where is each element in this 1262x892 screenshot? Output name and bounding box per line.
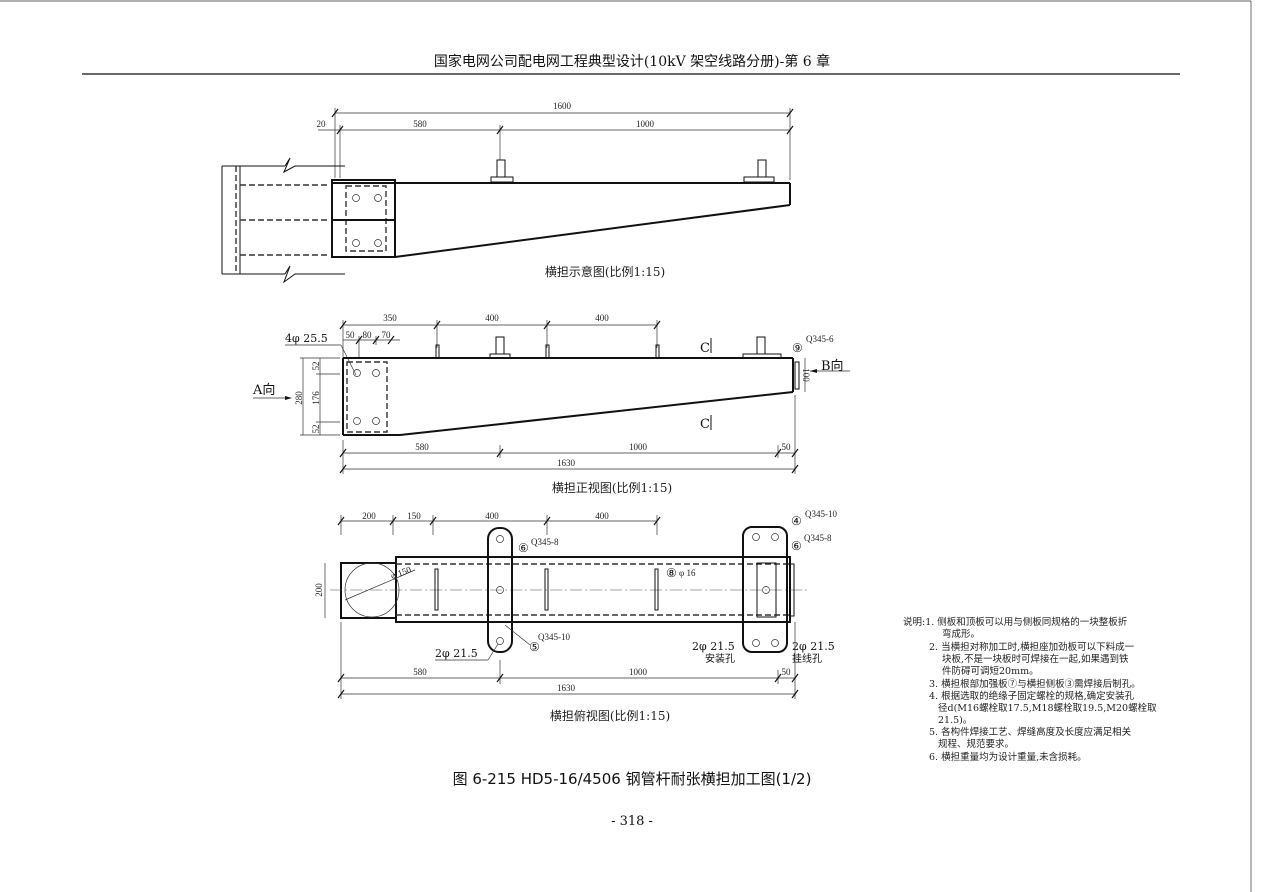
dim-80: 80	[363, 330, 373, 340]
note-line: 5. 各构件焊接工艺、焊缝高度及长度应满足相关	[929, 726, 1132, 738]
header-title: 国家电网公司配电网工程典型设计(10kV 架空线路分册)-第 6 章	[434, 53, 830, 70]
note-line: 21.5)。	[938, 715, 972, 726]
view1-schematic: 1600 20 580 1000 横担示意图(比例1:15)	[221, 101, 794, 284]
dim-400a: 400	[485, 313, 499, 323]
dim-1630: 1630	[557, 458, 576, 468]
dim-100: 100	[801, 368, 811, 382]
view2-caption: 横担正视图(比例1:15)	[552, 480, 672, 495]
part-6-left: ⑥	[518, 541, 529, 555]
part-5-spec: Q345-10	[538, 632, 570, 642]
dim-1630: 1630	[557, 683, 576, 693]
direction-a: A向	[252, 382, 275, 398]
dim-20: 20	[317, 119, 327, 129]
holes-hang: 2φ 21.5	[792, 640, 835, 653]
dim-1000: 1000	[629, 442, 648, 452]
dim-50: 50	[346, 330, 356, 340]
note-line: 弯成形。	[942, 628, 980, 640]
note-line: 2. 当横担对称加工时,横担座加劲板可以下料成一	[929, 641, 1135, 653]
dim-580: 580	[413, 667, 427, 677]
dim-70: 70	[382, 330, 392, 340]
notes: 说明:1. 侧板和顶板可以用与侧板同规格的一块整板折 弯成形。 2. 当横担对称…	[903, 616, 1157, 763]
note-line: 件防碍可调短20mm。	[942, 665, 1039, 677]
dim-580: 580	[415, 442, 429, 452]
view3-top: 200 150 400 400 φ 150 ⑧ φ 16 200 ⑥ Q345-…	[314, 509, 837, 723]
part-4-spec: Q345-10	[805, 509, 837, 519]
dim-280: 280	[294, 391, 304, 405]
dim-150: 150	[407, 511, 421, 521]
note-line: 3. 横担根部加强板⑦与横担侧板③需焊接后制孔。	[929, 678, 1141, 690]
dim-50: 50	[782, 667, 792, 677]
note-line: 6. 横担重量均为设计重量,未含损耗。	[929, 751, 1087, 763]
dim-200: 200	[362, 511, 376, 521]
install-hole-label: 安装孔	[705, 652, 735, 665]
view3-caption: 横担俯视图(比例1:15)	[550, 708, 670, 723]
part-6-right: ⑥	[791, 539, 802, 553]
holes-install: 2φ 21.5	[692, 640, 735, 653]
part-8: ⑧	[666, 566, 677, 580]
dim-1000: 1000	[636, 119, 655, 129]
holes-left: 2φ 21.5	[435, 647, 478, 660]
dim-50: 50	[782, 442, 792, 452]
dim-350: 350	[383, 313, 397, 323]
part-6-left-spec: Q345-8	[531, 537, 559, 547]
view2-front: 350 400 400 50 80 70 4φ 25.5 C C 280 176…	[252, 313, 850, 495]
dim-176: 176	[311, 391, 321, 405]
dim-400a: 400	[485, 511, 499, 521]
part-5: ⑤	[529, 640, 540, 654]
note-line: 块板,不是一块板时可焊接在一起,如果遇到铁	[942, 653, 1129, 665]
figure-title: 图 6-215 HD5-16/4506 钢管杆耐张横担加工图(1/2)	[453, 770, 812, 788]
phi-150: φ 150	[389, 564, 413, 581]
note-line: 4. 根据选取的绝缘子固定螺栓的规格,确定安装孔	[929, 690, 1135, 702]
dim-52-bottom: 52	[311, 425, 321, 434]
holes-4phi: 4φ 25.5	[285, 332, 328, 345]
note-line: 说明:1. 侧板和顶板可以用与侧板同规格的一块整板折	[903, 616, 1128, 628]
section-c-top: C	[700, 341, 710, 356]
dim-1600: 1600	[553, 101, 572, 111]
part-4: ④	[791, 514, 802, 528]
hang-hole-label: 挂线孔	[792, 652, 822, 665]
dim-400b: 400	[595, 313, 609, 323]
dim-400b: 400	[595, 511, 609, 521]
part-6-right-spec: Q345-8	[804, 533, 832, 543]
dim-200-height: 200	[314, 583, 324, 597]
part-9-spec: Q345-6	[806, 334, 834, 344]
view1-caption: 横担示意图(比例1:15)	[545, 264, 665, 279]
direction-b: B向	[821, 358, 844, 374]
dim-52-top: 52	[311, 362, 321, 371]
note-line: 规程、规范要求。	[938, 738, 1014, 750]
section-c-bottom: C	[700, 417, 710, 432]
dim-580: 580	[413, 119, 427, 129]
phi-16: φ 16	[679, 568, 696, 578]
part-9: ⑨	[792, 341, 803, 355]
page-number: - 318 -	[611, 814, 653, 829]
note-line: 径d(M16螺栓取17.5,M18螺栓取19.5,M20螺栓取	[938, 702, 1157, 714]
dim-1000: 1000	[629, 667, 648, 677]
